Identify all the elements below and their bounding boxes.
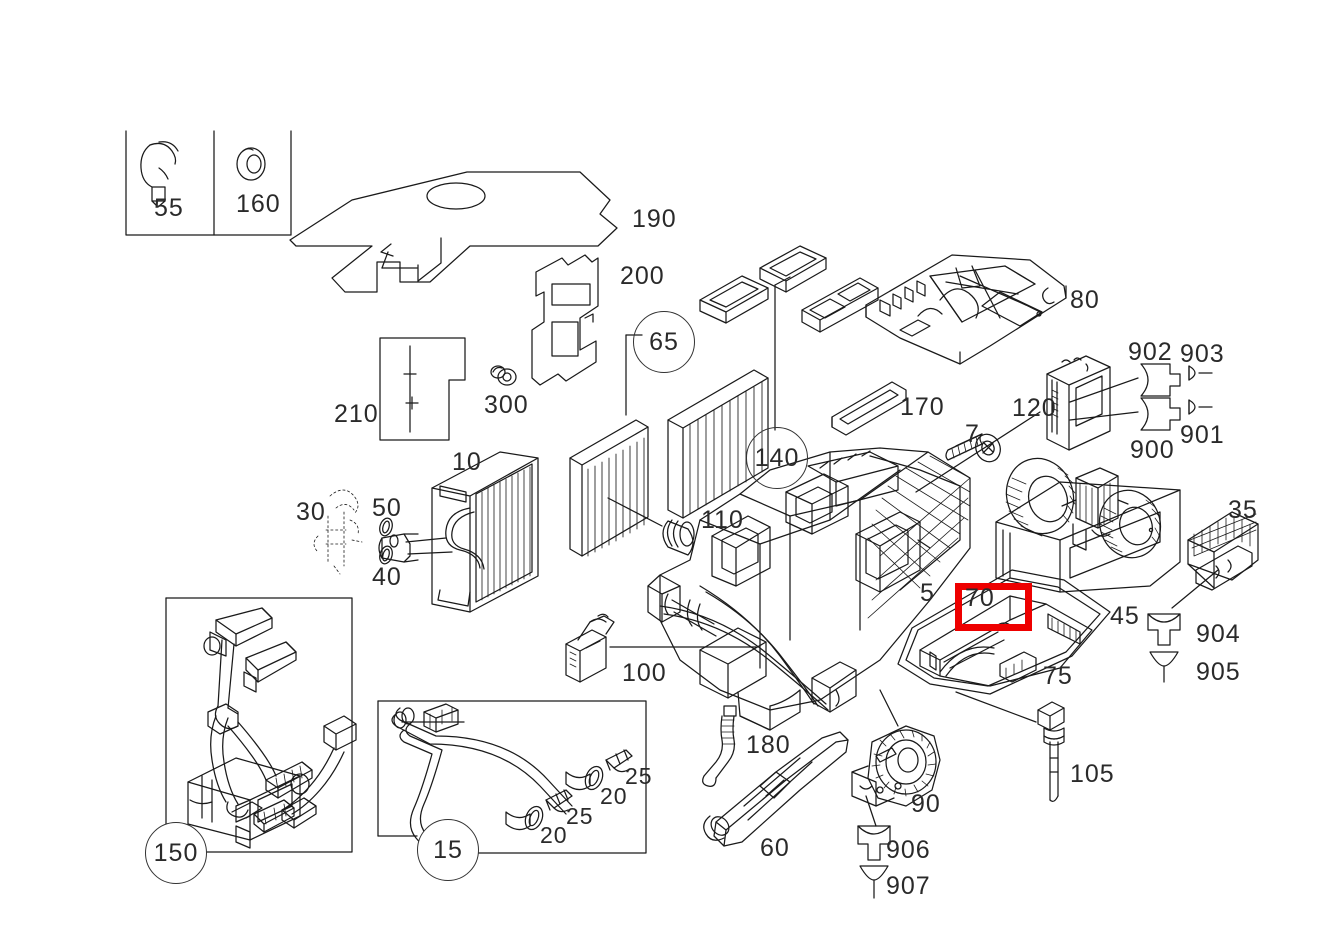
- part-170-duct-seal: [831, 381, 907, 436]
- part-7-screw: [915, 411, 1041, 493]
- part-label-55: 55: [154, 194, 184, 222]
- part-110-seal-ring: [607, 497, 695, 556]
- part-label-901: 901: [1180, 421, 1225, 449]
- part-200-foam-seal: [531, 254, 599, 386]
- part-210-insulation-pad: [379, 337, 466, 441]
- part-vent-grille-upper: [801, 277, 879, 333]
- part-label-75: 75: [1043, 662, 1073, 690]
- part-label-60: 60: [760, 834, 790, 862]
- callout-65: 65: [633, 311, 695, 373]
- part-label-25-lower: 25: [566, 803, 594, 829]
- fastener-symbols-right: [1069, 363, 1213, 431]
- part-label-200: 200: [620, 262, 665, 290]
- part-150-linkage: [187, 607, 357, 849]
- part-label-25-upper: 25: [625, 763, 653, 789]
- part-label-30: 30: [296, 498, 326, 526]
- part-label-5: 5: [920, 579, 935, 607]
- part-label-900: 900: [1130, 436, 1175, 464]
- part-label-45: 45: [1110, 602, 1140, 630]
- part-35-resistor: [1147, 511, 1259, 683]
- part-label-906: 906: [886, 836, 931, 864]
- part-label-903: 903: [1180, 340, 1225, 368]
- part-65-cabin-filter-left: [569, 334, 649, 557]
- part-label-904: 904: [1196, 620, 1241, 648]
- part-label-902: 902: [1128, 338, 1173, 366]
- part-label-20-upper: 20: [600, 783, 628, 809]
- part-75-gasket: [897, 569, 1111, 695]
- part-55-clip: [140, 141, 179, 208]
- part-label-100: 100: [622, 659, 667, 687]
- part-label-907: 907: [886, 872, 931, 900]
- part-label-50: 50: [372, 494, 402, 522]
- part-300-grommet: [490, 365, 517, 386]
- part-80-upper-cover: [865, 254, 1067, 365]
- highlight-box-70: [955, 583, 1032, 631]
- part-5-main-housing: [647, 447, 971, 731]
- part-label-120: 120: [1012, 394, 1057, 422]
- part-label-80: 80: [1070, 286, 1100, 314]
- part-45-blower-assembly: [995, 457, 1181, 593]
- part-label-110: 110: [701, 506, 744, 534]
- part-label-105: 105: [1070, 760, 1115, 788]
- part-label-180: 180: [746, 731, 791, 759]
- part-label-160: 160: [236, 190, 281, 218]
- part-label-300: 300: [484, 391, 529, 419]
- part-105-temperature-sensor: [955, 691, 1065, 802]
- part-10-evaporator: [378, 451, 539, 613]
- part-30-expansion-valve: [313, 489, 393, 575]
- callout-140: 140: [746, 427, 808, 489]
- part-label-210: 210: [334, 400, 379, 428]
- part-label-7: 7: [965, 420, 980, 448]
- inset-150-frame: [165, 597, 353, 853]
- part-90-actuator-motor: [851, 689, 941, 899]
- part-label-190: 190: [632, 205, 677, 233]
- part-label-10: 10: [452, 448, 482, 476]
- part-120-control-module: [1046, 355, 1111, 451]
- part-label-20-lower: 20: [540, 822, 568, 848]
- part-label-170: 170: [900, 393, 945, 421]
- inset-15-frame: [377, 700, 647, 854]
- callout-150: 150: [145, 822, 207, 884]
- part-60-condensate-duct: [703, 731, 849, 847]
- part-label-70: 70: [965, 584, 995, 612]
- part-180-drain-elbow: [702, 705, 737, 787]
- part-label-905: 905: [1196, 658, 1241, 686]
- part-seals-small: [699, 245, 827, 324]
- part-15-heater-hoses: [391, 703, 633, 855]
- part-label-40: 40: [372, 563, 402, 591]
- part-label-90: 90: [911, 790, 941, 818]
- part-100-sensor-connector: [565, 613, 757, 683]
- callout-15: 15: [417, 819, 479, 881]
- part-160-grommet: [236, 147, 266, 181]
- part-label-35: 35: [1228, 496, 1258, 524]
- part-190-insulation-mat: [289, 171, 618, 293]
- clip-grommet-inset-frame: [125, 130, 292, 236]
